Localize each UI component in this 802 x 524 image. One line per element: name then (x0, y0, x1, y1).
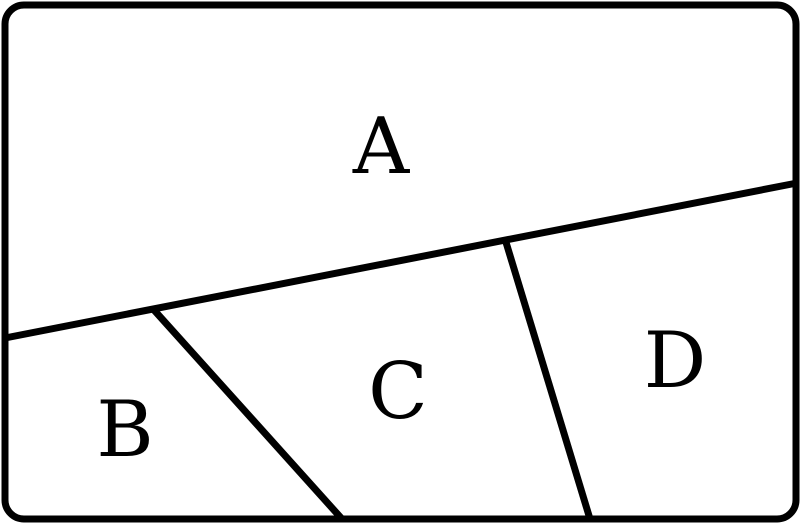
region-label-d: D (644, 316, 707, 406)
region-label-c: C (368, 347, 428, 437)
region-label-a: A (352, 102, 411, 192)
region-label-b: B (96, 385, 153, 475)
divider-line-b-c (151, 307, 345, 522)
divider-line-c-d (501, 237, 594, 521)
divider-line-a (4, 179, 798, 342)
